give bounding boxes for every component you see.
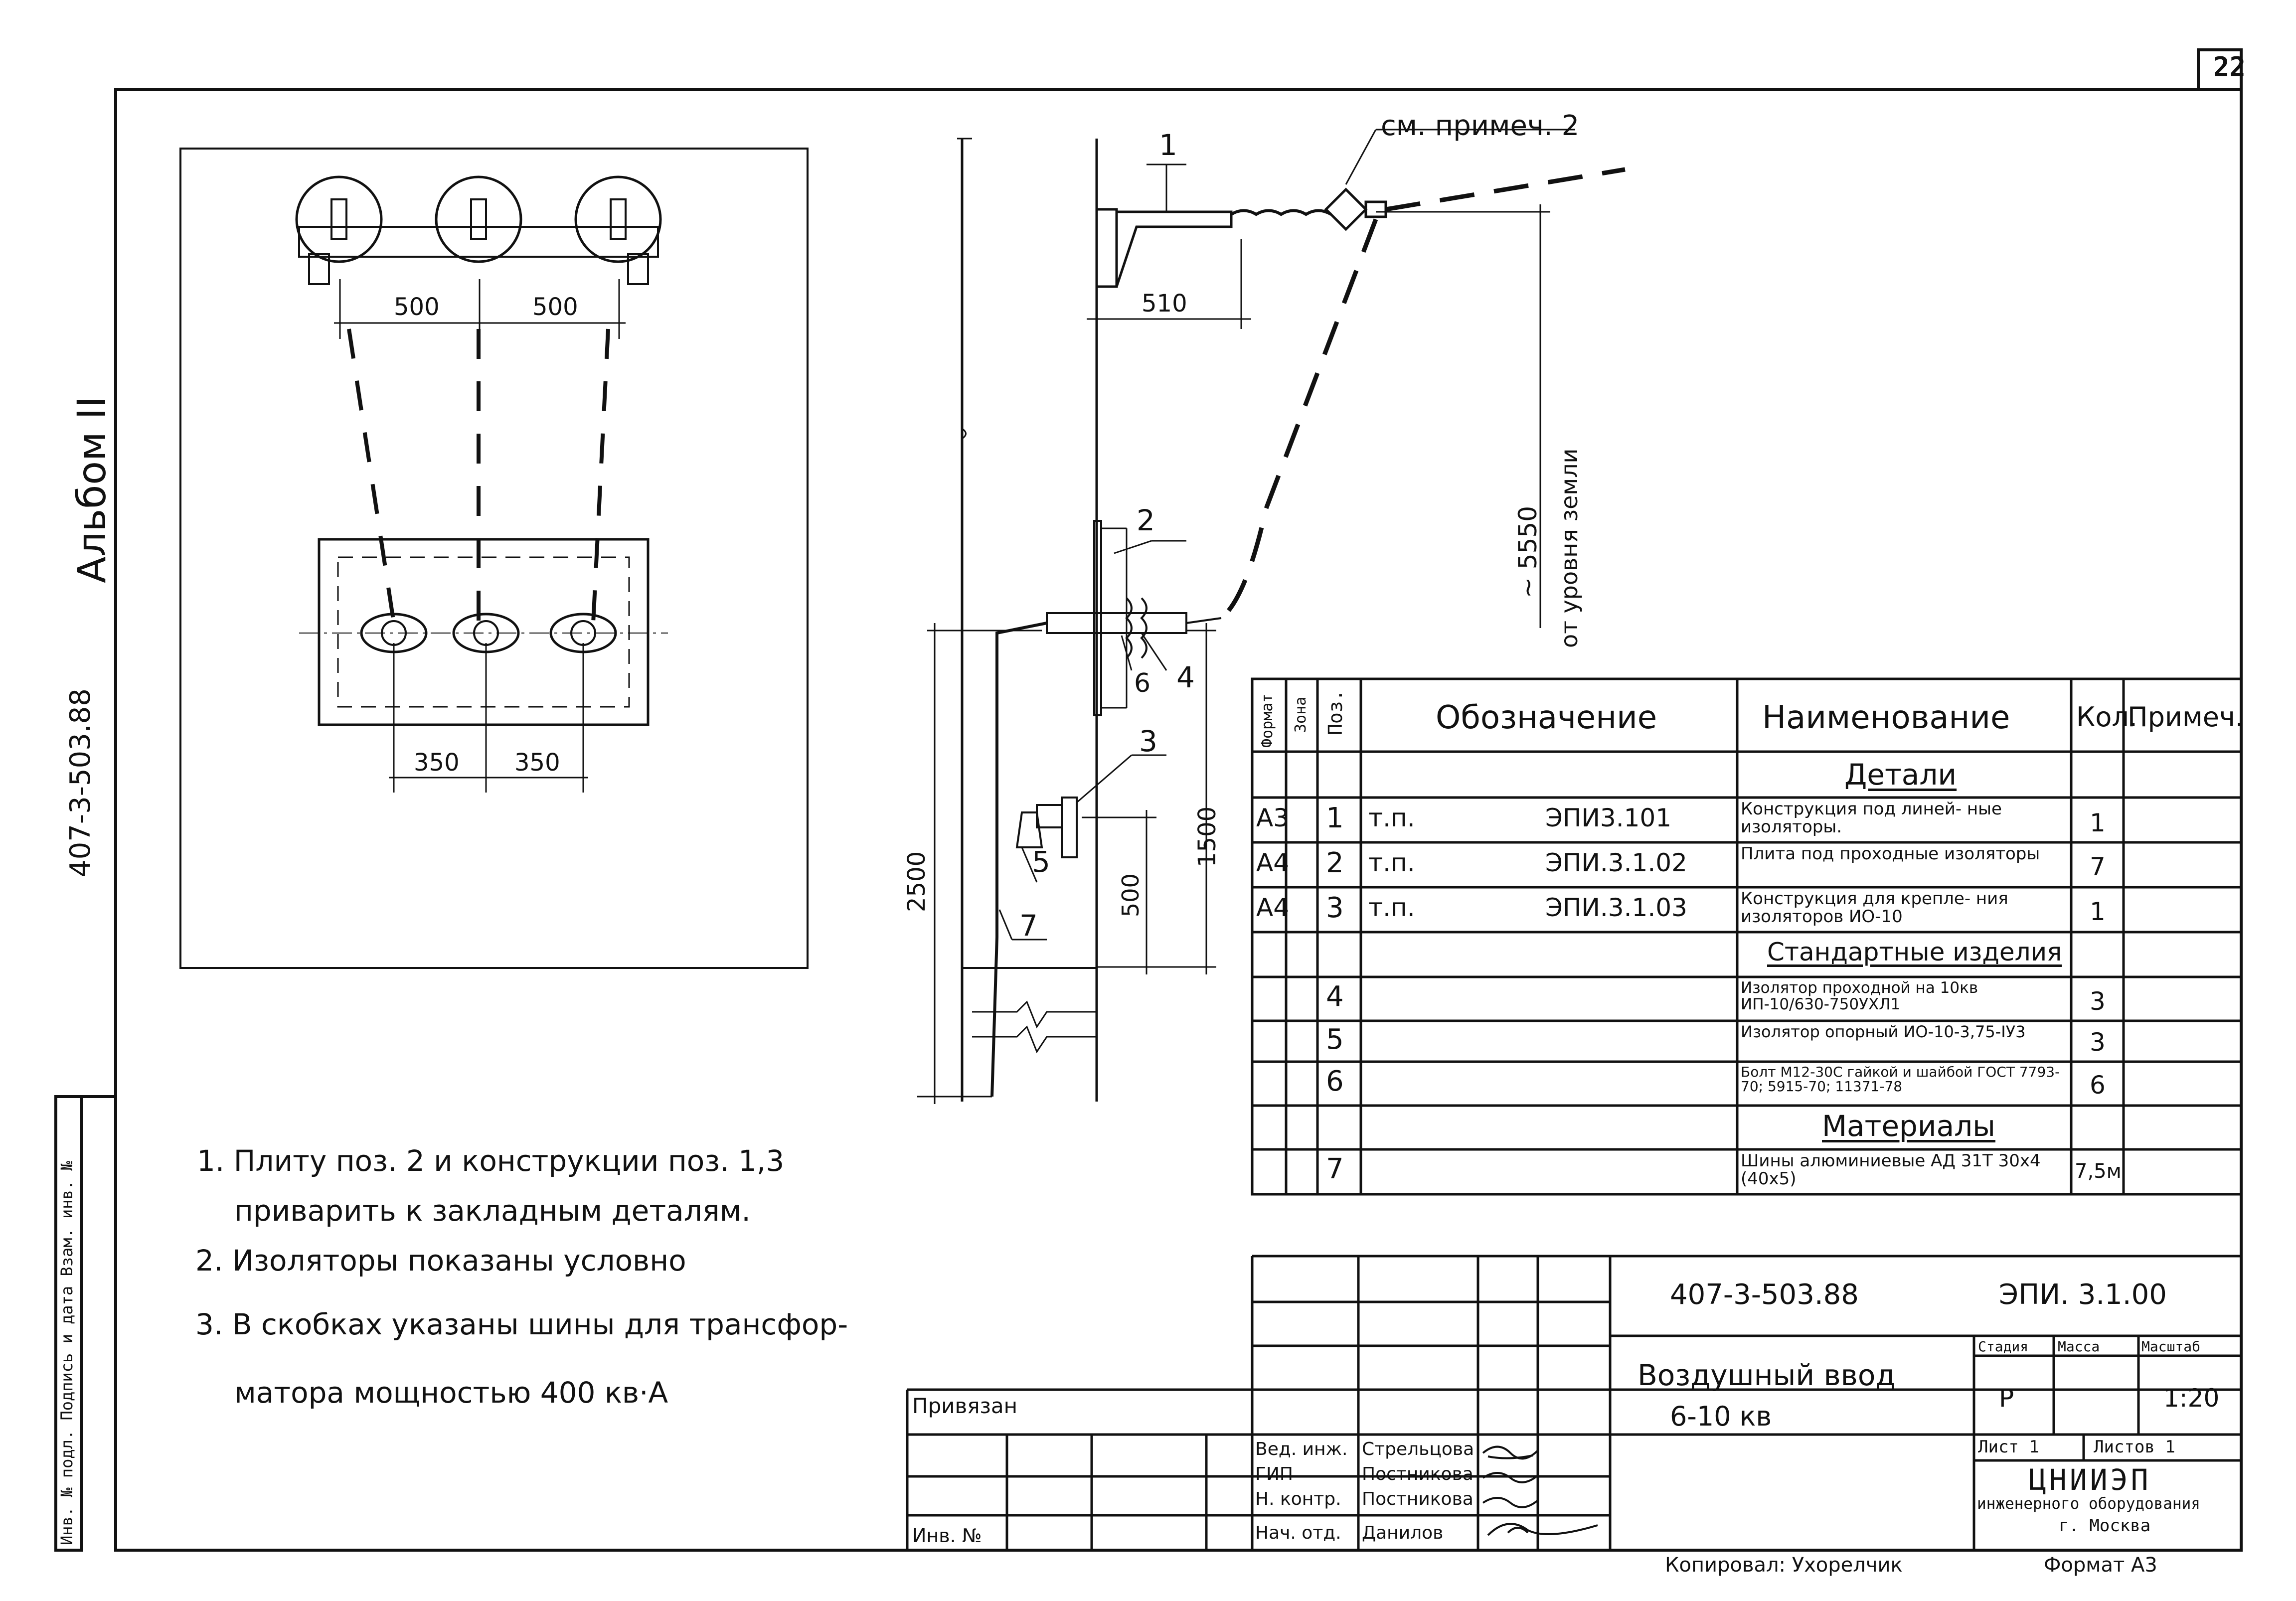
- side-stamp-frame: [54, 1095, 83, 1552]
- ground-level-label: от уровня земли: [1556, 448, 1583, 648]
- callout-4: 4: [1176, 660, 1195, 694]
- scale-label: Масштаб: [2141, 1338, 2201, 1355]
- staff-role-1: Вед. инж.: [1255, 1439, 1348, 1459]
- dim-510: 510: [1142, 290, 1187, 318]
- album-label: Альбом II: [70, 396, 115, 583]
- org-line-2: инженерного оборудования: [1977, 1495, 2200, 1513]
- dim-350-right: 350: [514, 749, 560, 777]
- album-code: 407-3-503.88: [64, 688, 97, 877]
- header-format: Формат: [1259, 693, 1276, 748]
- org-line-3: г. Москва: [2059, 1516, 2151, 1536]
- row-6-name: Болт М12-30С гайкой и шайбой ГОСТ 7793-7…: [1741, 1064, 2060, 1095]
- staff-name-2: Постникова: [1362, 1464, 1474, 1484]
- scale-value: 1:20: [2163, 1384, 2220, 1413]
- row-3-format: А4: [1256, 893, 1290, 922]
- section-details: Детали: [1844, 758, 1957, 792]
- row-7-pos: 7: [1326, 1153, 1344, 1185]
- sheet-format: Формат А3: [2044, 1554, 2157, 1577]
- mass-label: Масса: [2058, 1338, 2100, 1355]
- doc-number: 407-3-503.88: [1670, 1279, 1859, 1311]
- note-2: 2. Изоляторы показаны условно: [195, 1244, 686, 1278]
- dim-350-left: 350: [414, 749, 460, 777]
- row-1-name: Конструкция под линей- ные изоляторы.: [1741, 799, 2002, 837]
- row-4-qty: 3: [2090, 987, 2106, 1016]
- callout-2: 2: [1137, 503, 1155, 537]
- doc-code: ЭПИ. 3.1.00: [1999, 1279, 2167, 1311]
- callout-3: 3: [1139, 724, 1157, 758]
- row-5-pos: 5: [1326, 1023, 1344, 1056]
- staff-role-4: Нач. отд.: [1255, 1523, 1341, 1543]
- callout-6: 6: [1134, 668, 1151, 698]
- dim-1500: 1500: [1193, 806, 1221, 867]
- spec-table-grid: [1251, 677, 2243, 1196]
- header-designation: Обозначение: [1436, 699, 1657, 736]
- header-zone: Зона: [1292, 696, 1310, 733]
- bound-label: Привязан: [912, 1394, 1018, 1418]
- callout-7: 7: [1019, 909, 1038, 943]
- note-1-line-2: приварить к закладным деталям.: [234, 1194, 751, 1228]
- row-3-pos: 3: [1326, 892, 1344, 924]
- row-2-pos: 2: [1326, 847, 1344, 879]
- row-4-name: Изолятор проходной на 10кв ИП-10/630-750…: [1741, 979, 1978, 1013]
- note-3-line-1: 3. В скобках указаны шины для трансфор-: [195, 1307, 848, 1341]
- row-6-pos: 6: [1326, 1065, 1344, 1098]
- row-7-qty: 7,5м: [2075, 1160, 2122, 1183]
- header-name: Наименование: [1762, 699, 2010, 736]
- title-line-1: Воздушный ввод: [1638, 1358, 1896, 1392]
- staff-name-4: Данилов: [1362, 1523, 1444, 1543]
- callout-5: 5: [1032, 845, 1050, 879]
- row-1-format: А3: [1256, 803, 1290, 832]
- plan-view-frame: [179, 148, 809, 969]
- callout-1: 1: [1159, 128, 1177, 162]
- row-2-name: Плита под проходные изоляторы: [1741, 844, 2040, 864]
- row-2-code: ЭПИ.3.1.02: [1545, 848, 1687, 877]
- note-3-line-2: матора мощностью 400 кв·А: [234, 1376, 668, 1410]
- stage-value: Р: [1999, 1384, 2014, 1413]
- header-pos: Поз.: [1324, 689, 1346, 735]
- org-name: ЦНИИЭП: [2029, 1463, 2151, 1497]
- staff-name-3: Постникова: [1362, 1489, 1474, 1509]
- sheet-number: 22: [2213, 51, 2246, 83]
- row-6-qty: 6: [2090, 1071, 2106, 1100]
- row-3-tp: т.п.: [1368, 893, 1415, 922]
- row-1-qty: 1: [2090, 808, 2106, 837]
- row-3-name: Конструкция для крепле- ния изоляторов И…: [1741, 889, 2008, 927]
- inv-label: Инв. №: [912, 1525, 982, 1547]
- dim-5550: ~ 5550: [1513, 505, 1542, 598]
- side-stamp-text: Инв. № подл. Подпись и дата Взам. инв. №: [57, 1161, 76, 1545]
- dim-2500: 2500: [903, 851, 931, 912]
- row-3-code: ЭПИ.3.1.03: [1545, 893, 1687, 922]
- stage-label: Стадия: [1978, 1338, 2029, 1355]
- signatures: [1482, 1445, 1598, 1536]
- dim-500-left: 500: [394, 293, 440, 321]
- title-line-2: 6-10 кв: [1670, 1401, 1772, 1432]
- staff-role-3: Н. контр.: [1255, 1489, 1341, 1509]
- row-2-tp: т.п.: [1368, 848, 1415, 877]
- row-2-format: А4: [1256, 848, 1290, 877]
- row-7-name: Шины алюминиевые АД 31Т 30х4 (40х5): [1741, 1151, 2041, 1189]
- staff-name-1: Стрельцова: [1362, 1439, 1475, 1459]
- sheets-label: Листов 1: [2094, 1437, 2175, 1457]
- sheet-label: Лист 1: [1978, 1437, 2039, 1457]
- row-3-qty: 1: [2090, 897, 2106, 926]
- staff-role-2: ГИП: [1255, 1464, 1293, 1484]
- copied-by: Копировал: Ухорелчик: [1665, 1554, 1903, 1577]
- row-1-code: ЭПИ3.101: [1545, 803, 1672, 832]
- dim-500-right: 500: [532, 293, 578, 321]
- note-1-line-1: 1. Плиту поз. 2 и конструкции поз. 1,3: [197, 1144, 785, 1178]
- row-1-tp: т.п.: [1368, 803, 1415, 832]
- row-2-qty: 7: [2090, 852, 2106, 881]
- row-1-pos: 1: [1326, 802, 1344, 834]
- dim-500-vertical: 500: [1117, 873, 1144, 917]
- header-qty: Кол.: [2076, 701, 2138, 733]
- see-note-label: см. примеч. 2: [1381, 110, 1580, 142]
- section-materials: Материалы: [1822, 1109, 1995, 1143]
- header-note: Примеч.: [2128, 701, 2244, 733]
- section-standard: Стандартные изделия: [1767, 938, 2062, 966]
- row-4-pos: 4: [1326, 980, 1344, 1013]
- row-5-name: Изолятор опорный ИО-10-3,75-IУ3: [1741, 1022, 2026, 1041]
- row-5-qty: 3: [2090, 1028, 2106, 1057]
